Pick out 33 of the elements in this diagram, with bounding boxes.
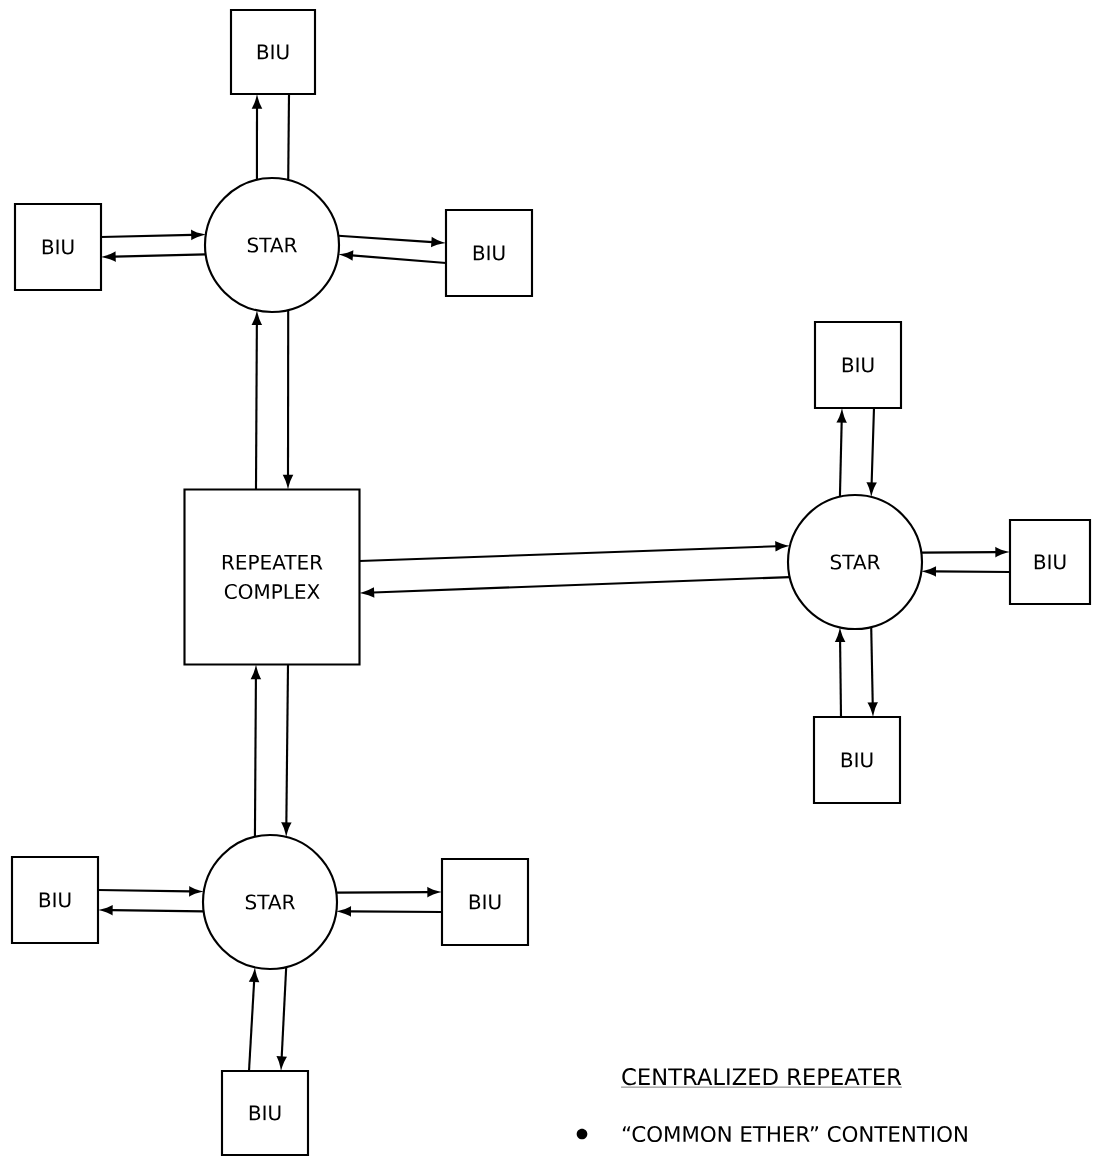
arrow [339,906,442,916]
arrow [336,887,439,897]
process-box: BIU [220,1069,310,1157]
arrow [281,664,291,834]
process-box: BIU [229,8,317,96]
process-box: REPEATER COMPLEX [183,488,361,666]
arrow [251,667,261,837]
arrow [104,252,206,262]
arrow [338,234,443,247]
arrow [101,905,204,915]
arrow [835,630,845,718]
process-box: BIU [1008,518,1092,606]
process-box: BIU [813,320,903,410]
process-box: BIU [812,715,902,805]
process-box: BIU [440,857,530,947]
arrow [252,313,262,490]
process-box: BIU [444,208,534,298]
arrow [868,627,878,714]
arrow [283,310,293,487]
process-box: BIU [13,202,103,292]
bullet-text: “COMMON ETHER” CONTENTION [622,1125,967,1143]
arrow [277,966,288,1068]
arrow [359,541,787,563]
arrow [837,411,847,497]
arrow [341,250,447,265]
process-box: BIU [10,855,100,945]
heading: CENTRALIZED REPEATER [620,1068,903,1088]
arrow [362,576,790,598]
arrow [247,970,259,1072]
arrow [921,547,1007,557]
arrow [924,566,1010,576]
arrow [252,97,262,180]
arrow [867,407,877,494]
